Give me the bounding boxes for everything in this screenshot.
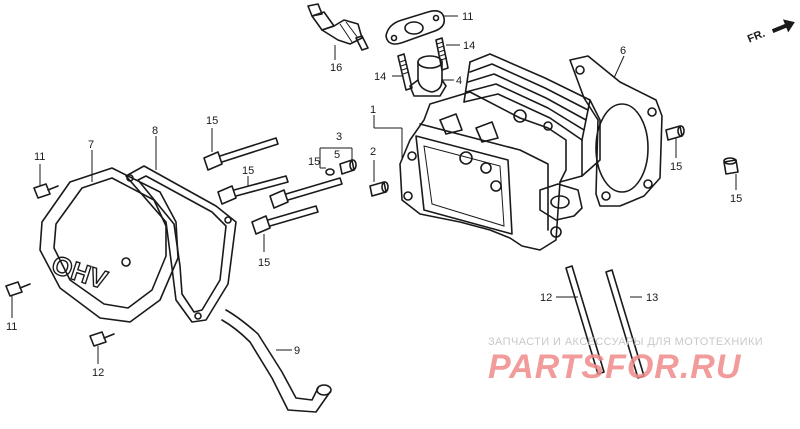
callout-15: 15 — [308, 156, 320, 168]
callout-5: 5 — [334, 149, 340, 161]
callout-15: 15 — [206, 115, 218, 127]
callout-12: 13 — [646, 292, 658, 304]
flange-bolt — [269, 177, 343, 209]
dowel-pin — [665, 125, 685, 158]
callout-6: 6 — [620, 45, 626, 57]
breather-tube — [221, 309, 332, 413]
cover-bolt — [89, 331, 115, 364]
long-stud — [556, 265, 605, 375]
callout-14: 15 — [730, 193, 742, 205]
washer — [319, 147, 353, 176]
callout-11: 12 — [92, 367, 104, 379]
callout-11: 11 — [34, 151, 45, 163]
cover-bolt — [33, 164, 59, 199]
callout-15: 15 — [242, 165, 254, 177]
callout-16: 16 — [330, 62, 342, 74]
cover-bolt — [5, 281, 31, 318]
callout-14: 15 — [670, 161, 682, 173]
watermark-brand: PARTSFOR.RU — [488, 348, 742, 386]
stud-bolt — [392, 53, 413, 91]
insulator-gasket — [385, 10, 458, 45]
callout-11: 11 — [6, 321, 17, 333]
flange-bolt — [217, 175, 289, 205]
cylinder-head — [373, 53, 601, 251]
callout-4: 4 — [456, 75, 462, 87]
flange-bolt — [251, 205, 319, 252]
callout-10: 11 — [462, 11, 473, 23]
callout-9: 9 — [294, 345, 300, 357]
stud-bolt — [435, 37, 460, 71]
callout-13: 14 — [463, 40, 475, 52]
dowel-pin — [723, 157, 739, 190]
callout-2: 2 — [370, 146, 376, 158]
spark-plug — [307, 3, 369, 60]
callout-13: 14 — [374, 71, 386, 83]
ohv-marking: OHV — [48, 249, 111, 295]
callout-15: 15 — [258, 257, 270, 269]
dowel-pin — [369, 160, 389, 197]
arrow-icon — [771, 19, 795, 33]
flange-bolt — [203, 128, 279, 171]
front-direction-marker: FR. — [746, 19, 795, 46]
callout-7: 7 — [88, 139, 94, 151]
callout-8: 8 — [152, 125, 158, 137]
head-cover: OHV — [39, 150, 179, 323]
cover-gasket — [125, 136, 237, 323]
dowel-pin — [339, 159, 357, 175]
callout-3: 3 — [336, 131, 342, 143]
head-gasket — [569, 55, 663, 207]
callout-12: 12 — [540, 292, 552, 304]
watermark-tagline: ЗАПЧАСТИ И АКСЕССУАРЫ ДЛЯ МОТОТЕХНИКИ — [488, 336, 763, 348]
intake-pipe — [409, 55, 454, 97]
fr-label: FR. — [746, 28, 767, 46]
long-stud — [605, 269, 645, 379]
callout-1: 1 — [370, 104, 376, 116]
